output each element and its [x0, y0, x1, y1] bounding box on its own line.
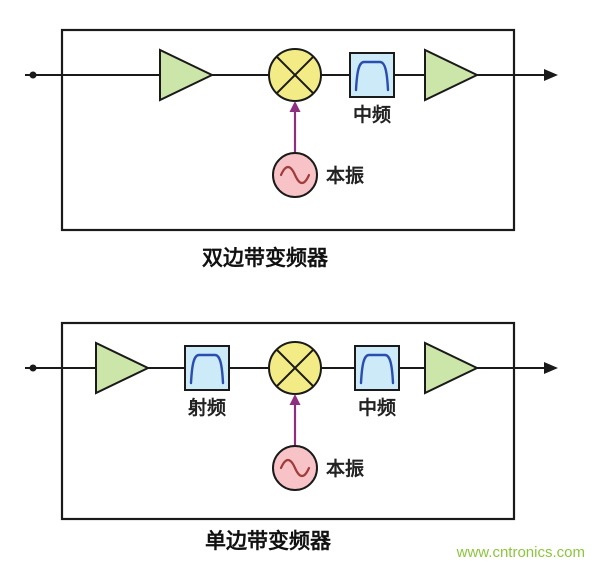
dsb-mixer-cross-line-2 [275, 55, 315, 95]
dsb-lo-label: 本振 [326, 164, 364, 187]
ssb-if-filter-curve [359, 353, 395, 385]
dsb-if-filter-curve [354, 60, 390, 92]
ssb-output-amplifier-icon [424, 341, 480, 395]
ssb-converter-diagram: 射频 中频 本振 单边带变频器 [25, 321, 558, 553]
ssb-oscillator-sine-wave [279, 458, 311, 478]
ssb-enclosure-box [60, 321, 516, 521]
watermark: www.cntronics.com [456, 544, 585, 561]
ssb-input-dot [29, 364, 37, 372]
dsb-if-label: 中频 [353, 103, 391, 126]
dsb-output-amplifier-icon [424, 48, 480, 102]
ssb-if-label: 中频 [358, 396, 396, 419]
dsb-title: 双边带变频器 [202, 246, 329, 270]
ssb-rf-filter-curve [189, 353, 225, 385]
ssb-output-arrowhead-icon [544, 362, 558, 374]
ssb-rf-label: 射频 [187, 396, 226, 419]
dsb-output-arrowhead-icon [544, 69, 558, 81]
dsb-lo-arrowhead-icon [289, 101, 301, 112]
ssb-input-amplifier-icon [95, 341, 151, 395]
dsb-oscillator-sine-wave [279, 165, 311, 185]
dsb-input-amplifier-icon [159, 48, 215, 102]
ssb-mixer-cross-line-2 [275, 348, 315, 388]
dsb-enclosure-box [60, 28, 516, 232]
ssb-lo-label: 本振 [326, 457, 364, 480]
ssb-title: 单边带变频器 [205, 529, 332, 553]
ssb-lo-arrowhead-icon [289, 394, 301, 405]
dsb-converter-diagram: 中频 本振 双边带变频器 [25, 28, 558, 270]
dsb-input-dot [29, 71, 37, 79]
